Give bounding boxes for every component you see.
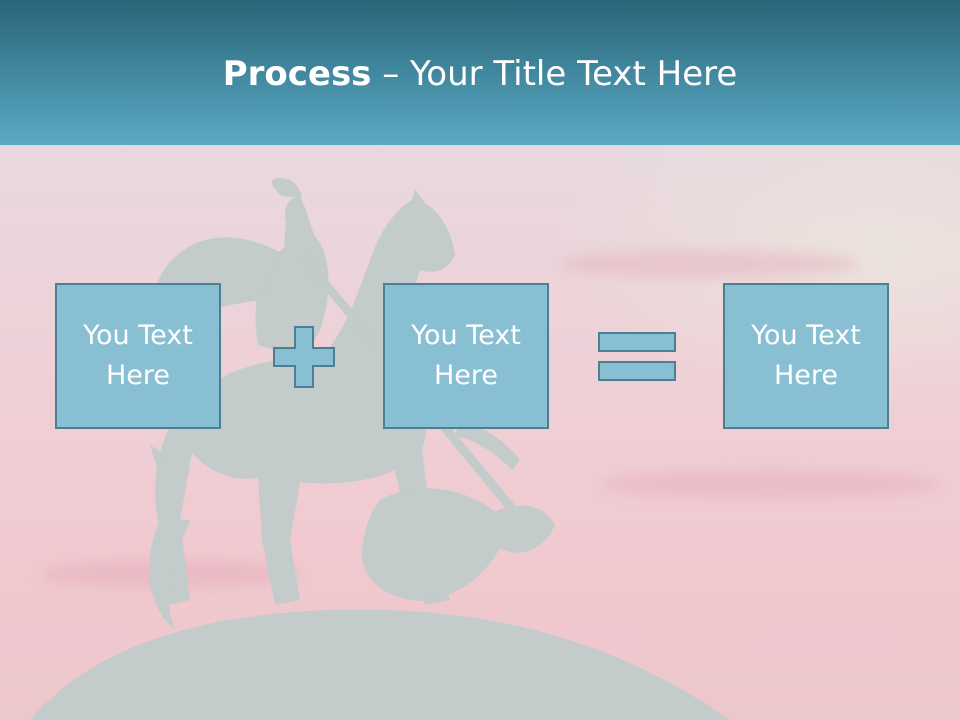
title-bold: Process [222, 54, 372, 94]
rider-plume [271, 178, 302, 198]
rider [255, 196, 329, 360]
cloud-streak [560, 250, 860, 278]
equals-bar-top [598, 332, 676, 352]
dragon-spikes [150, 440, 188, 470]
process-box-2[interactable]: You Text Here [383, 283, 549, 429]
process-box-3[interactable]: You Text Here [723, 283, 889, 429]
statue-mound [30, 609, 730, 720]
title-bar: Process – Your Title Text Here [0, 0, 960, 145]
slide-title[interactable]: Process – Your Title Text Here [0, 52, 960, 96]
process-box-text: You Text Here [83, 320, 193, 391]
dragon-tail [149, 520, 190, 630]
horse-body [155, 190, 455, 605]
process-box-text: You Text Here [751, 320, 861, 391]
equals-bar-bottom [598, 361, 676, 381]
horse-leg [455, 420, 520, 470]
dragon [361, 488, 555, 601]
title-rest: – Your Title Text Here [371, 54, 738, 94]
process-box-1[interactable]: You Text Here [55, 283, 221, 429]
plus-icon [273, 326, 335, 388]
cloud-streak [600, 470, 940, 498]
process-box-text: You Text Here [411, 320, 521, 391]
